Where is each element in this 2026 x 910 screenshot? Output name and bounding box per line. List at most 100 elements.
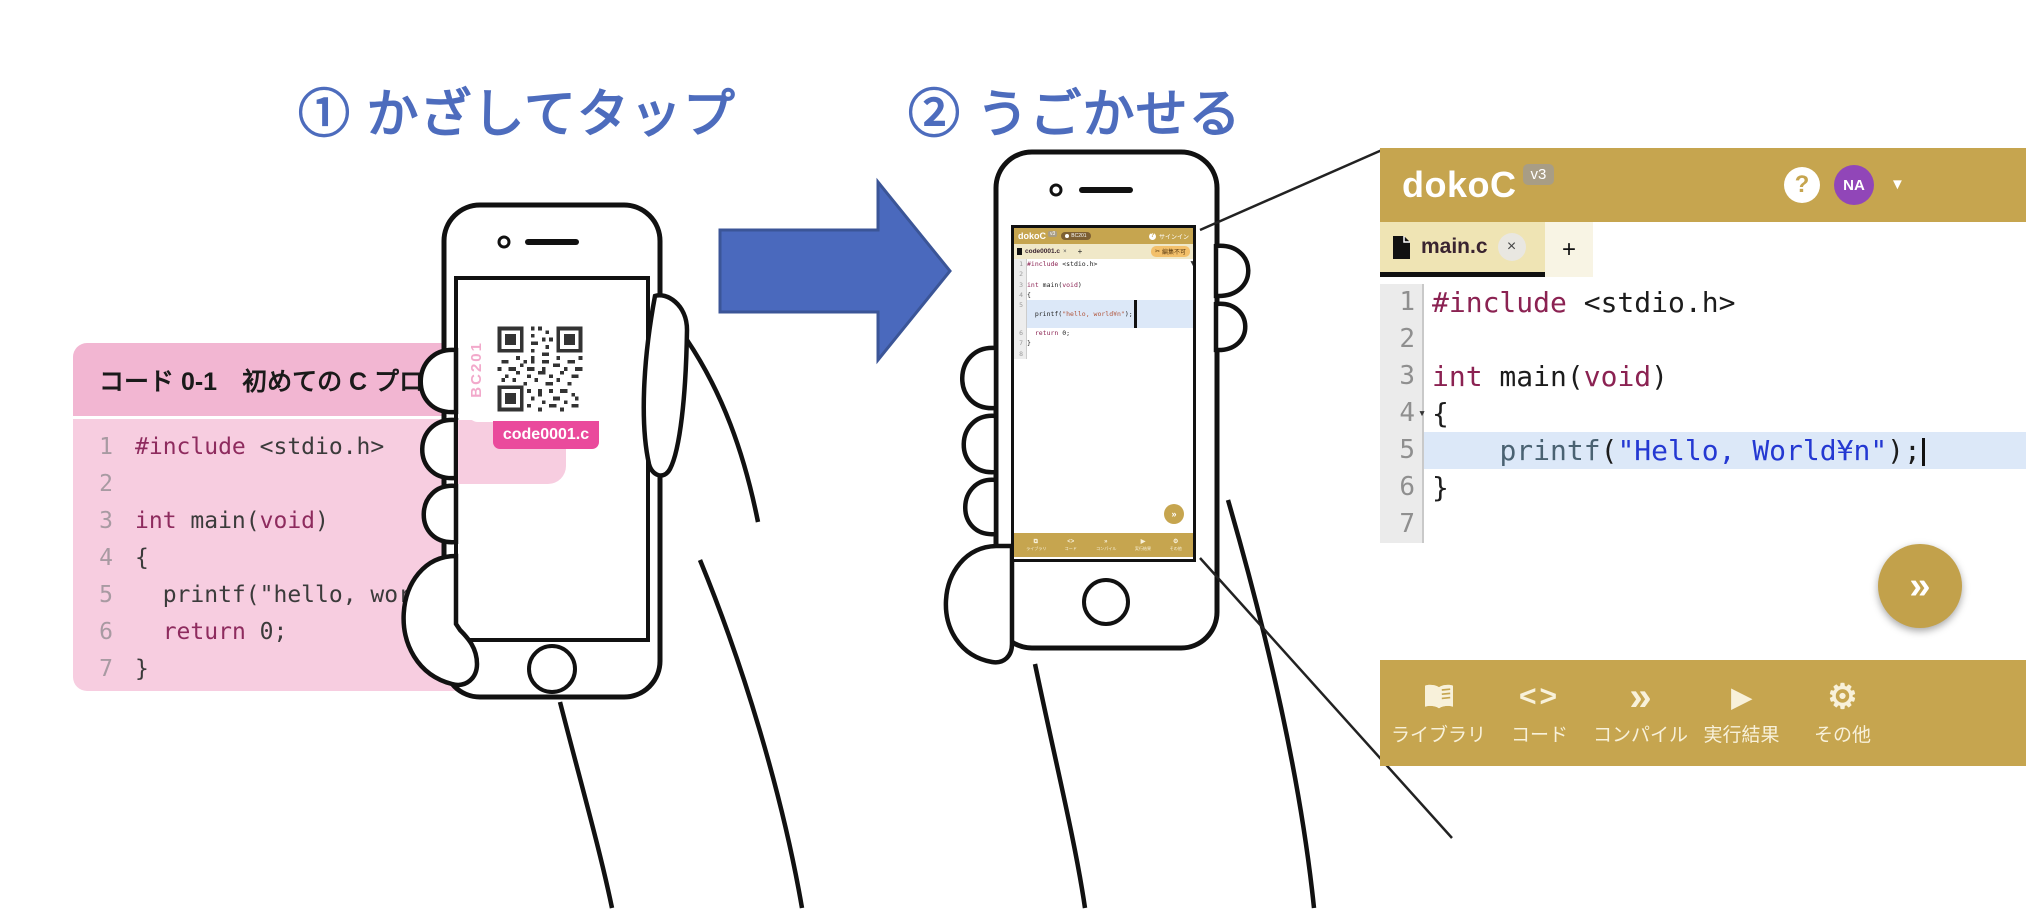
settings-gear-icon: ⚙	[1173, 538, 1179, 545]
bottom-toolbar: ライブラリ <> コード » コンパイル ▶ 実行結果 ⚙ その他	[1380, 660, 2026, 766]
toolbar-other[interactable]: ⚙ その他	[1813, 677, 1871, 746]
code-line: 4▾{	[1014, 257, 1193, 301]
mini-toolbar-run[interactable]: ▶実行結果	[1134, 538, 1152, 551]
hand1-tapping-finger	[641, 293, 690, 478]
qr-code	[497, 326, 583, 412]
hand2-thumb	[943, 543, 1015, 665]
hand2-arm-line	[1225, 499, 1317, 909]
code-icon: <>	[1067, 538, 1075, 545]
settings-gear-icon: ⚙	[1827, 677, 1858, 716]
toolbar-compile[interactable]: » コンパイル	[1592, 674, 1688, 746]
hand2-finger	[961, 413, 999, 475]
step1-title: ① かざしてタップ	[298, 86, 736, 144]
step-arrow	[718, 177, 952, 365]
tab-label: main.c	[1421, 235, 1488, 258]
app-header: dokoC v3 ? NA ▼	[1380, 148, 2026, 222]
run-result-icon: ▶	[1140, 538, 1146, 545]
code-line: 1#include <stdio.h>	[1380, 284, 2026, 321]
code-line: 5 printf("hello, world¥n");	[99, 582, 509, 608]
tab-main-c[interactable]: main.c ×	[1380, 222, 1545, 277]
chevron-down-icon[interactable]: ▼	[1890, 176, 1905, 193]
code-line: 5 printf("hello, world¥n");	[1014, 300, 1193, 329]
mini-version-badge: v3	[1048, 231, 1058, 237]
new-tab-button[interactable]: +	[1545, 222, 1593, 277]
hand2-finger	[960, 345, 999, 411]
mini-dokoc-app: dokoC v3 BC201 ? サインイン code0001.c × + ✂編…	[1014, 228, 1193, 559]
dokoc-app-panel: dokoC v3 ? NA ▼ main.c × + 1#include <st…	[1380, 148, 2026, 766]
code-line: 4{	[99, 545, 149, 571]
mini-edit-disabled-badge: ✂編集不可	[1150, 246, 1190, 257]
qr-book-id: BC201	[468, 340, 485, 398]
mini-toolbar-compile[interactable]: »コンパイル	[1095, 538, 1116, 551]
user-avatar[interactable]: NA	[1834, 165, 1874, 205]
mini-toolbar-library[interactable]: ⧉ライブラリ	[1025, 538, 1046, 551]
compile-icon: »	[1104, 538, 1108, 545]
library-book-icon	[1422, 680, 1456, 714]
code-line: 2	[99, 471, 113, 497]
mini-toolbar-code[interactable]: <>コード	[1064, 538, 1077, 551]
code-line: 1#include <stdio.h>	[1014, 259, 1193, 270]
code-line: 2	[1380, 321, 2026, 358]
toolbar-library[interactable]: ライブラリ	[1388, 680, 1489, 747]
code-icon: <>	[1518, 679, 1561, 713]
mini-app-title: dokoC	[1018, 231, 1046, 241]
mini-toolbar-other[interactable]: ⚙その他	[1169, 538, 1182, 551]
code-line: 1#include <stdio.h>	[99, 434, 385, 460]
mini-tab-close-icon[interactable]: ×	[1063, 248, 1067, 255]
compile-icon: »	[1629, 674, 1652, 719]
code-line: 7}	[1014, 338, 1193, 349]
code-line: 6 return 0;	[1014, 328, 1193, 339]
mini-new-tab-button[interactable]: +	[1077, 247, 1083, 256]
compile-fab-button[interactable]: »	[1878, 544, 1962, 628]
phone2-camera-dot	[1049, 183, 1063, 197]
code-line: 6}	[1380, 469, 2026, 506]
zoom-connector-top	[1199, 148, 1383, 232]
phone2-home-button	[1082, 578, 1130, 626]
hand2-arm-line	[1032, 663, 1088, 909]
run-result-icon: ▶	[1731, 681, 1752, 712]
mini-app-header: dokoC v3 BC201 ? サインイン	[1014, 228, 1193, 244]
code-line: 7	[1380, 506, 2026, 543]
mini-signin-button[interactable]: サインイン	[1158, 234, 1189, 241]
mini-file-icon	[1017, 248, 1022, 255]
code-line: 8	[1014, 348, 1193, 360]
toolbar-run-result[interactable]: ▶ 実行結果	[1703, 681, 1780, 746]
mini-tab-bar: code0001.c × + ✂編集不可	[1014, 244, 1193, 259]
mini-compile-fab[interactable]: »	[1164, 504, 1184, 524]
qr-card: BC201	[468, 316, 600, 422]
close-icon[interactable]: ×	[1497, 233, 1526, 261]
code-line: 7}	[99, 656, 149, 682]
library-book-icon: ⧉	[1033, 538, 1038, 545]
mini-tab-code0001[interactable]: code0001.c	[1025, 248, 1061, 255]
scissors-icon: ✂	[1154, 249, 1160, 255]
code-line: 6 return 0;	[99, 619, 288, 645]
hand1-arm-line	[697, 559, 805, 909]
mini-bottom-toolbar: ⧉ライブラリ <>コード »コンパイル ▶実行結果 ⚙その他	[1014, 533, 1193, 557]
app-title: dokoC	[1402, 164, 1517, 205]
version-badge: v3	[1522, 163, 1555, 185]
hand2-fingertip	[1213, 301, 1248, 353]
toolbar-code[interactable]: <> コード	[1510, 679, 1568, 746]
dot-icon	[1065, 234, 1070, 238]
help-icon[interactable]: ?	[1784, 167, 1820, 203]
file-icon	[1393, 235, 1410, 259]
hand2-fingertip	[1213, 243, 1251, 299]
text-cursor	[1133, 300, 1137, 329]
tab-bar: main.c × +	[1380, 222, 2026, 277]
code-line: 2	[1014, 269, 1193, 280]
hand1-arm-line	[557, 701, 615, 909]
code-line: 4▾{	[1380, 395, 2026, 432]
text-cursor	[1921, 438, 1925, 466]
code-line: 5 printf("Hello, World¥n");	[1380, 432, 2026, 469]
phone1-camera-dot	[497, 235, 511, 249]
hand1-palm-edge	[685, 338, 761, 523]
hand2-finger	[963, 477, 999, 537]
mini-help-icon[interactable]: ?	[1148, 232, 1156, 240]
qr-filename-label: code0001.c	[493, 421, 599, 449]
mini-course-chip[interactable]: BC201	[1061, 232, 1091, 240]
